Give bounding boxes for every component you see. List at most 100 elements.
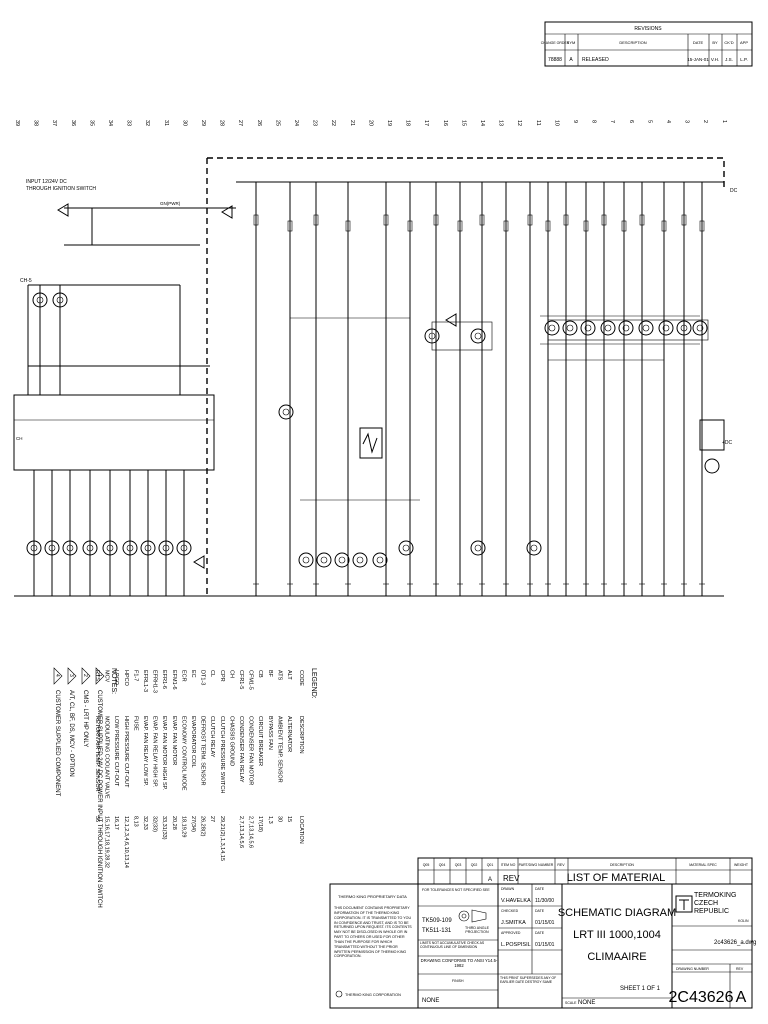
legend-location: 27 xyxy=(209,816,215,822)
component-symbol-icon xyxy=(158,540,174,556)
component-symbol-icon xyxy=(544,320,560,336)
legend-description: MODULATING COOLANT VALVE xyxy=(104,716,110,799)
grid-number: 31 xyxy=(163,120,169,126)
note-marker-1 xyxy=(57,203,69,217)
component-symbol-icon xyxy=(470,328,486,344)
grid-number: 33 xyxy=(126,120,132,126)
fuse-icon xyxy=(639,214,645,226)
legend-location: 30 xyxy=(276,816,282,822)
grid-number: 16 xyxy=(442,120,448,126)
checked-date: 01/15/01 xyxy=(535,920,555,926)
drawing-conform-box: DRAWING CONFORMS TO ANSI Y14.5-1982 xyxy=(421,958,498,968)
legend-code: DT1-3 xyxy=(200,670,206,685)
grid-number: 12 xyxy=(516,120,522,126)
component-symbol-icon xyxy=(52,292,68,308)
fuse-icon xyxy=(583,220,589,232)
drawn-date-label: DATE xyxy=(535,887,545,891)
note-marker-4 xyxy=(193,555,205,569)
legend-code: EC xyxy=(190,670,196,678)
note-triangle-icon xyxy=(95,667,105,685)
company-name-box: TERMOKING CZECH REPUBLIC xyxy=(694,892,736,915)
fuse-icon xyxy=(287,220,293,232)
legend-description: AMBIENT TEMP. SENSOR xyxy=(276,716,282,783)
rev-ckd: J.S. xyxy=(725,57,733,62)
relay-box xyxy=(547,319,709,341)
schematic-labels: DC CH-5 GN(PWR) +DC CH xyxy=(16,188,738,569)
fuse-icon xyxy=(433,214,439,226)
legend-description: ECONOMY CONTROL MODE xyxy=(180,716,186,791)
input-note-line-2: THROUGH IGNITION SWITCH xyxy=(26,186,96,192)
legend-description: EVAP. FAN MOTOR xyxy=(171,716,177,765)
fuse-icon xyxy=(503,220,509,232)
legend-code: CFM1-5 xyxy=(248,670,254,690)
legend-description: LOW PRESSURE CUT-OUT xyxy=(113,716,119,787)
legend-description: CIRCUIT BREAKER xyxy=(257,716,263,766)
legend-code: ECR xyxy=(180,670,186,682)
legend-description: CHASSIS GROUND xyxy=(228,716,234,766)
grid-number: 28 xyxy=(219,120,225,126)
legend-description: EVAPORATOR COIL xyxy=(190,716,196,768)
legend-code: BF xyxy=(267,670,273,678)
grid-number: 21 xyxy=(349,120,355,126)
grid-number: 36 xyxy=(70,120,76,126)
legend-location: 29,21(2),1,3,14,15 xyxy=(219,816,225,861)
checked-label: CHECKED xyxy=(501,909,519,913)
legend-location: 15 xyxy=(286,816,292,822)
drawing-title-line-3: CLIMAAIRE xyxy=(587,951,646,963)
fuse-icon xyxy=(253,214,259,226)
grid-number: 35 xyxy=(88,120,94,126)
component-symbol-icon xyxy=(372,552,388,568)
legend-location: 33,31(33) xyxy=(161,816,167,840)
grid-number: 20 xyxy=(367,120,373,126)
bom-h-q05: Q05 xyxy=(423,863,430,867)
component-symbol-icon xyxy=(470,540,486,556)
legend-code: CH xyxy=(228,670,234,678)
print-note-box: THIS PRINT SUPERSEDES ANY OF EARLIER DAT… xyxy=(500,976,556,984)
rev-change-order: 78888 xyxy=(548,57,562,63)
fuse-icon xyxy=(563,214,569,226)
scale-label: SCALE xyxy=(565,1001,577,1005)
projection-label: THIRD ANGLE PROJECTION xyxy=(465,926,489,935)
component-symbol-icon xyxy=(26,540,42,556)
component-symbol-icon xyxy=(676,320,692,336)
schematic-wiring xyxy=(13,157,725,597)
note-triangle-icon xyxy=(81,667,91,685)
projection-label-box: THIRD ANGLE PROJECTION xyxy=(465,926,489,935)
grid-number: 13 xyxy=(498,120,504,126)
legend-code: HPCO xyxy=(123,670,129,687)
note-number: 3 xyxy=(68,674,74,677)
component-symbol-icon xyxy=(62,540,78,556)
drawing-revision: A xyxy=(736,989,747,1006)
grid-number: 18 xyxy=(405,120,411,126)
legend-description: CONDENSER FAN MOTOR xyxy=(248,716,254,785)
component-symbol-icon xyxy=(44,540,60,556)
fuse-icon xyxy=(407,220,413,232)
legend-location: 26,28(2) xyxy=(200,816,206,837)
component-symbol-icon xyxy=(526,540,542,556)
legend-description: FUSE xyxy=(132,716,138,731)
legend-description: CLUTCH RELAY xyxy=(209,716,215,758)
grid-number: 22 xyxy=(330,120,336,126)
grid-number: 8 xyxy=(591,120,597,123)
component-symbol-icon xyxy=(692,320,708,336)
note-number: 2 xyxy=(82,674,88,677)
grid-number: 19 xyxy=(386,120,392,126)
legend-location: 16,17 xyxy=(113,816,119,830)
legend-description: ALTERNATOR xyxy=(286,716,292,752)
proprietary-text-box: THIS DOCUMENT CONTAINS PROPRIETARY INFOR… xyxy=(334,906,412,958)
ch5-label: CH-5 xyxy=(20,278,32,284)
legend-code: CL xyxy=(209,670,215,677)
bom-h-part-number: PART/DWG NUMBER xyxy=(519,863,554,867)
component-symbols xyxy=(26,292,709,568)
rev-sym: A xyxy=(569,57,573,63)
bom-h-material-spec: MATERIAL SPEC xyxy=(689,863,717,867)
input-note: INPUT 12/24V DC THROUGH IGNITION SWITCH xyxy=(26,179,96,192)
finish-label: FINISH xyxy=(452,979,464,983)
rev-header-app: APP xyxy=(740,40,748,45)
fuse-icon xyxy=(621,220,627,232)
rev-by: V.H. xyxy=(711,57,719,62)
legend-code: EFM1-6 xyxy=(171,670,177,690)
legend-description: EVAP. FAN RELAY LOW SP. xyxy=(142,716,148,787)
